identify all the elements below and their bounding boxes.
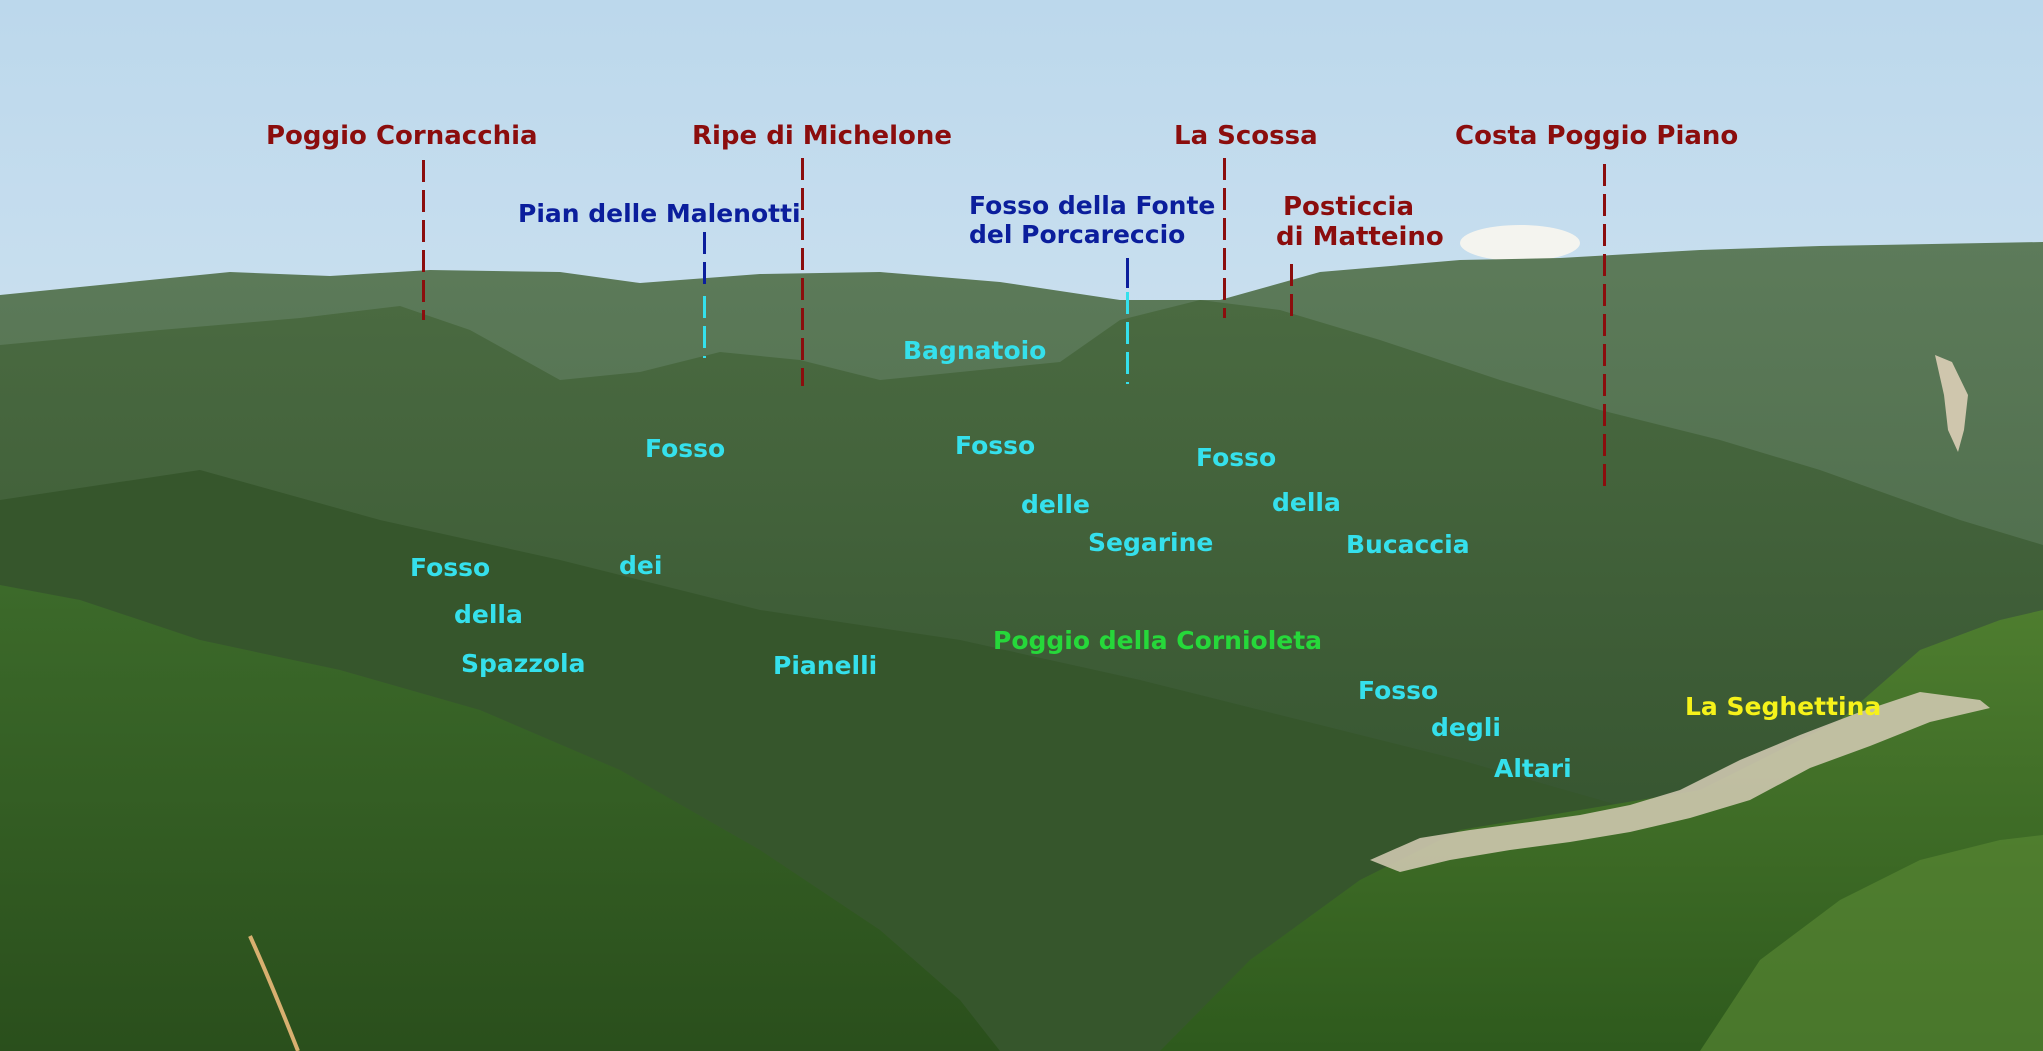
near-left-hill (0, 585, 1000, 1051)
cloud (1460, 225, 1580, 261)
label-fosso-bucaccia-3: Bucaccia (1346, 530, 1470, 559)
label-posticcia-di-matteino: Posticcia di Matteino (1276, 192, 1444, 253)
pin-pian-delle-malenotti-bottom (703, 296, 706, 358)
label-fonte-line2: del Porcareccio (969, 219, 1186, 249)
label-fosso-spazzola-3: Spazzola (461, 649, 586, 678)
label-fosso-della-fonte-del-porcareccio: Fosso della Fonte del Porcareccio (969, 191, 1216, 250)
label-fosso-dei-pianelli-2: dei (619, 551, 663, 580)
label-fonte-line1: Fosso della Fonte (969, 191, 1216, 220)
label-posticcia-line1: Posticcia (1283, 192, 1415, 222)
label-fosso-spazzola-1: Fosso (410, 553, 491, 582)
label-costa-poggio-piano: Costa Poggio Piano (1455, 121, 1739, 151)
label-la-scossa: La Scossa (1174, 121, 1318, 151)
label-poggio-cornacchia: Poggio Cornacchia (266, 121, 538, 151)
label-fosso-bucaccia-2: della (1272, 488, 1341, 517)
label-fosso-segarine-3: Segarine (1088, 528, 1214, 557)
label-posticcia-line2: di Matteino (1276, 221, 1444, 252)
label-pian-delle-malenotti: Pian delle Malenotti (518, 199, 801, 228)
pin-pian-delle-malenotti-top (703, 232, 706, 290)
label-poggio-della-cornioleta: Poggio della Cornioleta (993, 626, 1323, 655)
label-fosso-altari-2: degli (1431, 713, 1501, 742)
label-fosso-bucaccia-1: Fosso (1196, 443, 1277, 472)
pin-posticcia (1290, 264, 1293, 324)
label-fosso-altari-3: Altari (1494, 754, 1572, 783)
label-la-seghettina: La Seghettina (1685, 692, 1882, 721)
label-fosso-spazzola-2: della (454, 600, 523, 629)
label-fosso-altari-1: Fosso (1358, 676, 1439, 705)
label-ripe-di-michelone: Ripe di Michelone (692, 121, 953, 151)
slide-scar (1935, 355, 1968, 452)
pin-fonte-porcareccio-bottom (1126, 292, 1129, 384)
pin-fonte-porcareccio-top (1126, 258, 1129, 288)
pin-ripe-di-michelone (801, 158, 804, 386)
near-foliage-accent (1700, 835, 2043, 1051)
label-fosso-segarine-2: delle (1021, 490, 1090, 519)
pin-la-scossa (1223, 158, 1226, 318)
label-fosso-dei-pianelli-3: Pianelli (773, 651, 878, 680)
pin-costa-poggio-piano (1603, 164, 1606, 488)
label-fosso-segarine-1: Fosso (955, 431, 1036, 460)
label-bagnatoio: Bagnatoio (903, 336, 1047, 365)
pin-poggio-cornacchia (422, 160, 425, 320)
rock-outcrop (1370, 692, 1990, 872)
label-fosso-dei-pianelli-1: Fosso (645, 434, 726, 463)
grass-stalk (248, 935, 300, 1051)
